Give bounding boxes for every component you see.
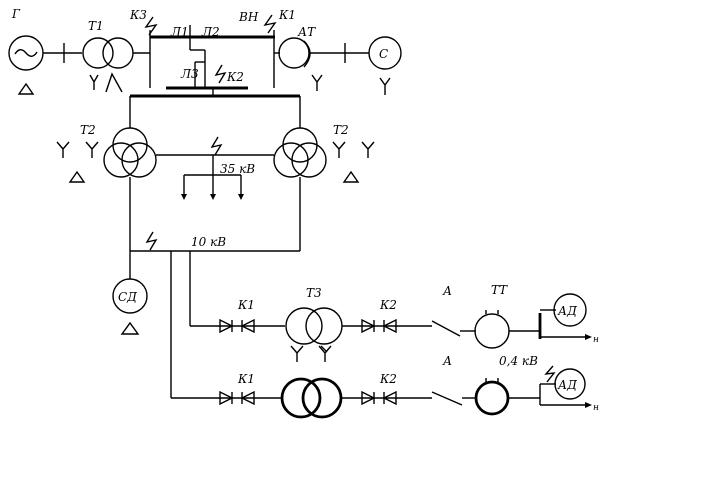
fault-k3-icon <box>144 16 158 36</box>
breaker-a-row1-icon <box>431 320 461 337</box>
label-l1: Л1 <box>170 25 189 39</box>
label-k2-row2: К2 <box>379 372 397 386</box>
label-k1-row2: К1 <box>237 372 255 386</box>
label-l3: Л3 <box>180 67 199 81</box>
label-ad2: АД <box>557 378 577 392</box>
system-c: С <box>368 36 402 95</box>
label-t2-right: Т2 <box>333 123 349 137</box>
cable-k2-row2-icon <box>361 390 397 406</box>
fault-k1-top-icon <box>263 14 277 34</box>
label-n2: н <box>593 403 599 413</box>
load-arrow-icon <box>585 334 592 340</box>
fault-10kv-icon <box>145 231 158 251</box>
label-10kv: 10 кВ <box>191 235 226 249</box>
label-k1-top: К1 <box>278 8 296 22</box>
current-transformer-row2 <box>474 378 510 416</box>
label-t1: Т1 <box>88 19 104 33</box>
load-arrows-icon <box>181 194 244 200</box>
label-t2-left: Т2 <box>80 123 96 137</box>
label-a-row1: А <box>442 284 452 298</box>
fault-35kv-icon <box>210 136 223 156</box>
transformer-row2 <box>280 377 343 419</box>
label-ad1: АД <box>557 304 577 318</box>
t2-right-star-icons <box>332 141 375 158</box>
star-winding-icon <box>318 345 332 362</box>
label-sd: СД <box>118 290 137 304</box>
transformer-t2-left <box>103 127 157 178</box>
transformer-t1 <box>82 37 134 93</box>
label-tt: ТТ <box>491 283 508 297</box>
transformer-t2-right <box>273 127 327 178</box>
fault-k2-top-icon <box>214 64 227 84</box>
label-k2-top: К2 <box>226 70 244 84</box>
t2-left-star-icons <box>56 141 99 158</box>
label-system: С <box>379 47 388 61</box>
label-k3: К3 <box>129 8 147 22</box>
label-g: Г <box>11 7 21 21</box>
ground-triangle-icon <box>68 170 86 183</box>
label-l2: Л2 <box>201 25 220 39</box>
fault-04kv-icon <box>544 365 556 383</box>
star-winding-icon <box>89 74 99 90</box>
generator-g <box>8 35 44 95</box>
star-winding-icon <box>311 74 323 91</box>
induction-motor-ad2 <box>554 368 586 400</box>
label-k2-row1: К2 <box>379 298 397 312</box>
label-t3: Т3 <box>306 286 322 300</box>
star-winding-icon <box>290 345 304 362</box>
autotransformer-at <box>278 37 323 91</box>
star-winding-icon <box>379 77 391 95</box>
load-arrow-icon <box>585 402 592 408</box>
label-at: АТ <box>297 25 316 39</box>
label-k1-row1: К1 <box>237 298 255 312</box>
label-vn: ВН <box>238 10 259 24</box>
label-a-row2: А <box>442 354 452 368</box>
cable-k1-row1-icon <box>219 318 255 334</box>
synchronous-motor-sd: СД <box>112 278 148 335</box>
induction-motor-ad1 <box>553 293 587 327</box>
cable-k2-row1-icon <box>361 318 397 334</box>
label-04kv: 0,4 кВ <box>499 354 538 368</box>
cable-k1-row2-icon <box>219 390 255 406</box>
breaker-a-row2-icon <box>431 391 463 406</box>
ground-triangle-icon <box>17 82 35 95</box>
current-transformer-tt <box>474 310 510 349</box>
ground-triangle-icon <box>120 321 140 335</box>
label-n1: н <box>593 335 599 345</box>
transformer-t3 <box>285 307 343 362</box>
ground-triangle-icon <box>342 170 360 183</box>
delta-winding-icon <box>105 72 123 93</box>
label-35kv: 35 кВ <box>220 162 255 176</box>
